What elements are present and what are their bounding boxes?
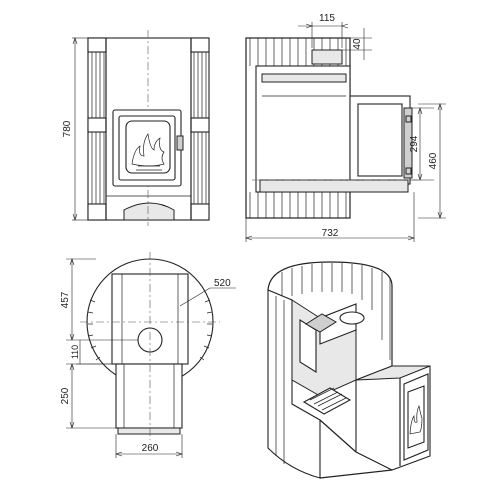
side-tunnel-height-label: 294	[409, 135, 420, 152]
side-view: 115 40 294 460 732	[245, 13, 446, 242]
side-width-label: 732	[322, 228, 339, 239]
top-tunnel-width-label: 260	[142, 443, 159, 454]
side-firebox	[255, 65, 351, 193]
side-base-plate	[259, 179, 409, 193]
top-fin-ticks	[87, 299, 213, 361]
iso-flame-icon	[409, 404, 423, 435]
iso-top-rim	[267, 261, 393, 291]
front-ash-arch	[123, 202, 175, 221]
iso-fins	[281, 263, 391, 360]
side-fins	[249, 38, 347, 218]
front-door	[112, 109, 184, 187]
iso-shell-left	[267, 289, 321, 479]
side-total-height-label: 460	[428, 152, 439, 169]
top-depth-label: 457	[60, 291, 71, 308]
front-height-label: 780	[62, 120, 73, 137]
front-view: 780	[62, 30, 210, 226]
top-offset-label: 110	[70, 345, 80, 359]
flame-icon	[131, 133, 165, 167]
iso-chimney	[339, 311, 365, 325]
side-top-height-label: 40	[352, 38, 363, 50]
top-view: 520 457 110 250 260	[60, 252, 236, 458]
side-tunnel	[349, 95, 413, 185]
side-top-width-label: 115	[319, 13, 335, 24]
top-radius-label: 520	[214, 278, 231, 289]
side-chimney	[311, 49, 343, 65]
top-tunnel	[115, 363, 183, 429]
iso-door	[403, 373, 429, 461]
isometric-cutaway-view	[267, 261, 431, 479]
front-right-fins	[190, 37, 210, 221]
iso-grate	[302, 387, 352, 415]
top-tunnel-length-label: 250	[60, 387, 71, 404]
